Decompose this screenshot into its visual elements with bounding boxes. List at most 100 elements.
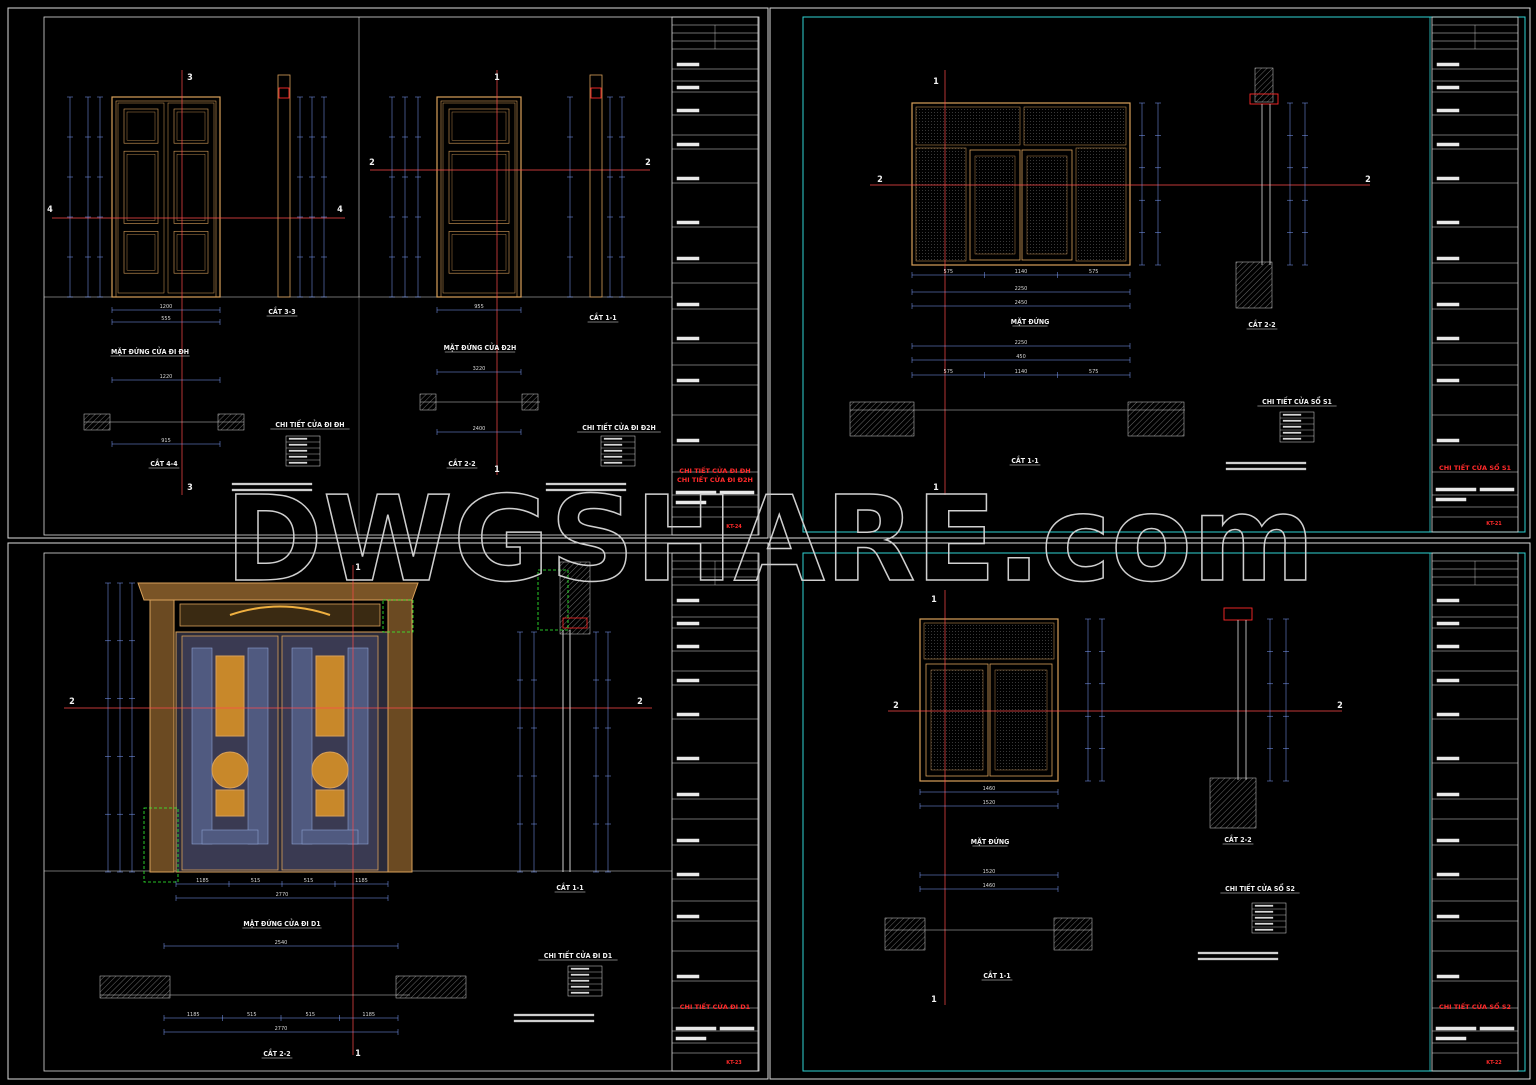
note-text-mark (1197, 951, 1279, 955)
title-block-text-mark (676, 62, 700, 67)
note-text-mark (513, 1013, 595, 1017)
wall-section (521, 393, 539, 411)
sheet-title-red: CHI TIẾT CỬA SỔ S2 (1439, 1001, 1511, 1011)
door-d1-pilaster (387, 599, 413, 873)
dimension-label: 575 (944, 269, 954, 275)
door-d2h-elevation (436, 96, 522, 298)
sheet-inner-frame (802, 552, 1526, 1072)
wall-section (99, 975, 171, 999)
section-lintel (1223, 607, 1253, 621)
title-block-text-mark (675, 1036, 707, 1041)
dimension-label: 2540 (275, 940, 288, 946)
title-block-text-mark (1436, 336, 1460, 341)
window-sash (925, 663, 989, 777)
axis-mark: 1 (355, 1049, 361, 1059)
title-block-text-mark (1436, 792, 1460, 797)
wall-section (1053, 917, 1093, 951)
note-text-mark (1225, 461, 1307, 465)
wall-section (849, 401, 915, 437)
wall-section (419, 393, 437, 411)
door-panel-inner (126, 111, 156, 141)
axis-mark: 2 (645, 158, 651, 168)
window-transom (923, 622, 1055, 660)
sheet-title-red: CHI TIẾT CỬA SỔ S1 (1439, 462, 1512, 472)
info-table-text (570, 985, 590, 988)
dimension-label: 450 (1016, 354, 1026, 360)
dimension-label: 1220 (160, 374, 173, 380)
axis-mark: 1 (494, 73, 500, 83)
title-block-text-mark (676, 176, 700, 181)
title-block-text-mark (676, 974, 700, 979)
axis-mark: 4 (337, 205, 343, 215)
sheet-code: KT-23 (726, 1060, 742, 1066)
wall-section (884, 917, 926, 951)
window-fixed-pane (915, 147, 967, 262)
sheet-frame-br (769, 542, 1531, 1080)
drawing-title: MẶT ĐỨNG CỬA ĐI D1 (243, 918, 320, 928)
title-block-text-mark (676, 872, 700, 877)
title-block-frame (1429, 552, 1526, 1072)
info-table-text (288, 461, 308, 464)
title-block-text-mark (1436, 678, 1460, 683)
dimension-label: 1520 (983, 869, 996, 875)
door-inner-frame (115, 100, 217, 298)
title-block-text-mark (676, 85, 700, 90)
wall-section (83, 413, 111, 431)
title-block (1431, 552, 1519, 1072)
drawing-title: CẮT 2-2 (1224, 834, 1251, 844)
door-leaf (117, 102, 165, 294)
door-panel (448, 150, 510, 224)
window-fixed-pane (1075, 147, 1127, 262)
axis-mark: 4 (47, 205, 53, 215)
axis-mark: 1 (355, 563, 361, 573)
window-sash (989, 663, 1053, 777)
detail-callout (537, 569, 569, 631)
sheet-title-red: CHI TIẾT CỬA ĐI D1 (680, 1001, 751, 1011)
dimension-label: 1185 (196, 878, 209, 884)
title-block-text-mark (675, 490, 717, 495)
title-block-text-mark (1436, 378, 1460, 383)
info-table-text (603, 449, 623, 452)
title-block-text-mark (719, 490, 755, 495)
dimension-label: 2400 (473, 426, 486, 432)
door-d1-pilaster (149, 599, 175, 873)
drawing-title: MẶT ĐỨNG (971, 837, 1010, 846)
axis-mark: 1 (933, 77, 939, 87)
detail-callout (382, 599, 414, 633)
door-leaf (442, 102, 516, 294)
info-table-text (288, 437, 308, 440)
dimension-label: 555 (161, 316, 171, 322)
title-block-text-mark (1436, 598, 1460, 603)
title-block-text-mark (1436, 974, 1460, 979)
section-lintel (562, 617, 588, 629)
sheet-inner-frame (802, 16, 1526, 533)
dimension-label: 1460 (983, 883, 996, 889)
dimension-label: 1140 (1015, 269, 1028, 275)
door-d1-leaf (181, 635, 279, 871)
sheet-inner-frame (43, 16, 760, 536)
watermark: DWGSHARE.com (225, 470, 1315, 608)
door-leaf (167, 102, 215, 294)
title-block-text-mark (676, 302, 700, 307)
drawing-title: CẮT 3-3 (268, 306, 295, 316)
door-panel-inner (126, 234, 156, 271)
title-block-text-mark (676, 621, 700, 626)
title-block-text-mark (1436, 438, 1460, 443)
dimension-label: 1185 (362, 1012, 375, 1018)
dimension-label: 575 (1089, 369, 1099, 375)
drawing-title: CẮT 2-2 (1248, 319, 1275, 329)
door-panel-inner (176, 111, 206, 141)
info-table-text (570, 979, 590, 982)
info-table-text (288, 455, 308, 458)
info-table-text (1254, 916, 1274, 919)
title-block-text-mark (1435, 497, 1467, 502)
axis-mark: 3 (187, 483, 193, 493)
title-block-text-mark (1436, 302, 1460, 307)
drawing-title: CẮT 1-1 (983, 970, 1010, 980)
note-text-mark (513, 1019, 595, 1023)
info-table-text (1254, 910, 1274, 913)
